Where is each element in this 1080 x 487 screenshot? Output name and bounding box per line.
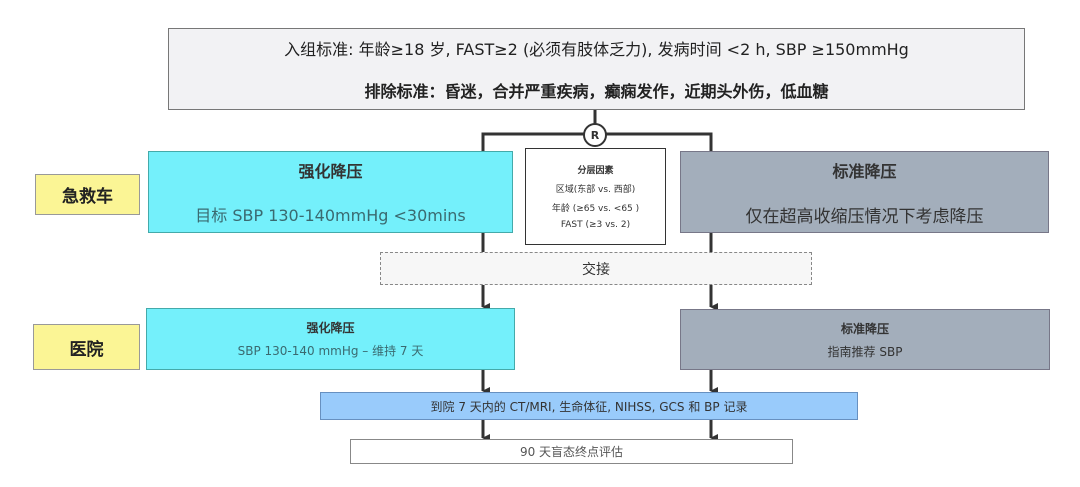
stage-label-ambulance: 急救车 bbox=[35, 174, 140, 215]
records-label: 到院 7 天内的 CT/MRI, 生命体征, NIHSS, GCS 和 BP 记… bbox=[430, 399, 748, 414]
hospital-standard-box: 标准降压 指南推荐 SBP bbox=[680, 309, 1050, 370]
inclusion-criteria: 入组标准: 年龄≥18 岁, FAST≥2 (必须有肢体乏力), 发病时间 <2… bbox=[284, 40, 909, 59]
box-text: 目标 SBP 130-140mmHg <30mins bbox=[195, 206, 466, 225]
endpoint-label: 90 天盲态终点评估 bbox=[519, 445, 624, 459]
box-text: SBP 130-140 mmHg – 维持 7 天 bbox=[237, 344, 424, 358]
records-box: 到院 7 天内的 CT/MRI, 生命体征, NIHSS, GCS 和 BP 记… bbox=[320, 392, 858, 420]
hospital-intensive-box: 强化降压 SBP 130-140 mmHg – 维持 7 天 bbox=[146, 308, 515, 370]
randomization-node: R bbox=[583, 123, 607, 147]
handover-box: 交接 bbox=[380, 252, 812, 285]
stage-label-text: 医院 bbox=[69, 339, 104, 360]
box-title: 强化降压 bbox=[306, 321, 355, 335]
box-title: 强化降压 bbox=[298, 162, 363, 181]
ambulance-intensive-box: 强化降压 目标 SBP 130-140mmHg <30mins bbox=[148, 151, 513, 233]
box-text: 指南推荐 SBP bbox=[827, 344, 903, 359]
box-title: 标准降压 bbox=[832, 161, 897, 181]
strat-title: 分层因素 bbox=[577, 166, 614, 176]
strat-item: 区域(东部 vs. 西部) bbox=[555, 185, 636, 195]
stratification-box: 分层因素 区域(东部 vs. 西部) 年龄 (≥65 vs. <65 ) FAS… bbox=[525, 148, 666, 245]
stage-label-text: 急救车 bbox=[62, 187, 113, 207]
randomization-label: R bbox=[590, 128, 600, 142]
exclusion-criteria: 排除标准：昏迷，合并严重疾病，癫痫发作，近期头外伤，低血糖 bbox=[364, 82, 829, 101]
criteria-box: 入组标准: 年龄≥18 岁, FAST≥2 (必须有肢体乏力), 发病时间 <2… bbox=[168, 28, 1025, 110]
ambulance-standard-box: 标准降压 仅在超高收缩压情况下考虑降压 bbox=[680, 151, 1049, 233]
box-title: 标准降压 bbox=[840, 321, 889, 336]
strat-item: 年龄 (≥65 vs. <65 ) bbox=[551, 204, 640, 214]
box-text: 仅在超高收缩压情况下考虑降压 bbox=[745, 206, 984, 227]
stage-label-hospital: 医院 bbox=[33, 324, 140, 370]
handover-label: 交接 bbox=[582, 261, 610, 278]
strat-item: FAST (≥3 vs. 2) bbox=[560, 220, 631, 230]
endpoint-box: 90 天盲态终点评估 bbox=[350, 439, 793, 464]
